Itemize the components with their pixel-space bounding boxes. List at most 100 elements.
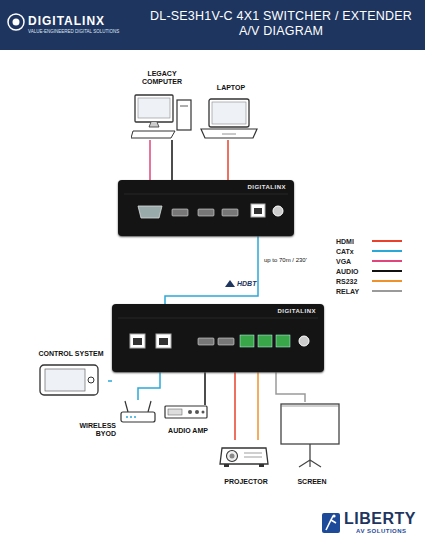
ctrl-icon bbox=[39, 364, 99, 396]
line-shape bbox=[222, 134, 236, 135]
hdbt-mark bbox=[225, 280, 235, 287]
legend-text: CATx bbox=[336, 248, 372, 255]
line-shape bbox=[180, 106, 188, 107]
hdbt-logo-text: HDBT bbox=[237, 280, 256, 287]
equipment-node: PROJECTOR bbox=[212, 440, 280, 486]
device-ports bbox=[112, 304, 324, 372]
rj45-port bbox=[130, 334, 145, 348]
equipment-label: PROJECTOR bbox=[212, 478, 280, 486]
line-shape bbox=[124, 194, 288, 195]
equipment-label: WIRELESS BYOD bbox=[76, 422, 116, 438]
laptop-icon bbox=[200, 98, 258, 140]
line-shape bbox=[244, 453, 262, 454]
path-shape bbox=[149, 122, 159, 127]
line-shape bbox=[309, 444, 310, 460]
hdmi-port bbox=[218, 338, 234, 345]
connector bbox=[227, 140, 229, 180]
device-brand: DIGITALINX bbox=[247, 184, 286, 190]
power-knob bbox=[299, 336, 309, 346]
rect-shape bbox=[168, 409, 182, 415]
device-brand: DIGITALINX bbox=[277, 308, 316, 314]
rj45-socket bbox=[133, 338, 142, 345]
circle-shape bbox=[195, 410, 199, 414]
connector bbox=[108, 380, 112, 382]
line-shape bbox=[148, 401, 151, 412]
path-shape bbox=[299, 460, 321, 467]
circle-shape bbox=[130, 416, 132, 418]
header-band bbox=[0, 0, 425, 50]
device-box: DIGITALINX bbox=[112, 304, 324, 372]
equipment-node: CONTROL SYSTEM bbox=[34, 350, 108, 396]
legend-swatch bbox=[372, 240, 402, 242]
line-shape bbox=[281, 406, 339, 407]
connector bbox=[138, 372, 160, 400]
connector bbox=[257, 372, 259, 440]
amp-icon bbox=[164, 405, 208, 419]
connector bbox=[204, 372, 206, 405]
rj45-socket bbox=[159, 338, 168, 345]
equipment-label: SCREEN bbox=[278, 478, 346, 486]
legend-swatch bbox=[372, 290, 402, 292]
logo-dot bbox=[13, 19, 20, 26]
router-icon bbox=[120, 400, 156, 424]
equipment-label: LEGACY COMPUTER bbox=[136, 70, 188, 86]
liberty-logo-mark bbox=[322, 513, 340, 533]
proj-icon bbox=[218, 440, 270, 470]
legend-swatch bbox=[372, 260, 402, 262]
rect-shape bbox=[281, 404, 339, 444]
legend-row: RS232 bbox=[336, 276, 402, 286]
circle-shape bbox=[202, 411, 205, 414]
rect-shape bbox=[177, 100, 191, 130]
legend-row: VGA bbox=[336, 256, 402, 266]
hdmi-port bbox=[198, 338, 214, 345]
connector bbox=[234, 372, 236, 440]
legend-row: RELAY bbox=[336, 286, 402, 296]
legend-swatch bbox=[372, 280, 402, 282]
terminal-block bbox=[276, 335, 290, 347]
liberty-logo-head bbox=[332, 514, 335, 517]
device-box: DIGITALINX bbox=[118, 180, 294, 236]
legend: HDMI CATxVGA AUDIORS232RELAY bbox=[336, 236, 402, 296]
equipment-label: LAPTOP bbox=[198, 84, 264, 92]
legend-row: HDMI bbox=[336, 236, 402, 246]
liberty-logo-figure bbox=[326, 516, 336, 530]
rj45-port bbox=[156, 334, 171, 348]
circle-shape bbox=[134, 416, 136, 418]
equipment-node: WIRELESS BYOD bbox=[76, 400, 156, 438]
legend-row: AUDIO bbox=[336, 266, 402, 276]
connector bbox=[171, 140, 173, 180]
screen-icon bbox=[279, 402, 341, 468]
line-shape bbox=[125, 401, 128, 412]
equipment-label: AUDIO AMP bbox=[158, 427, 218, 435]
circle-shape bbox=[188, 410, 192, 414]
footer-logo-tagline: AV SOLUTIONS bbox=[356, 528, 407, 534]
legend-text: VGA bbox=[336, 258, 372, 265]
equipment-node: LAPTOP bbox=[198, 84, 264, 140]
rj45-port bbox=[251, 204, 265, 217]
edge-label: up to 70m / 230' bbox=[263, 257, 308, 263]
circle-shape bbox=[230, 454, 235, 459]
circle-shape bbox=[126, 416, 128, 418]
vga-port bbox=[138, 206, 162, 218]
equipment-label: CONTROL SYSTEM bbox=[34, 350, 108, 358]
equipment-node: AUDIO AMP bbox=[158, 405, 218, 435]
path-shape bbox=[201, 129, 257, 138]
legend-swatch bbox=[372, 270, 402, 272]
legend-text: AUDIO bbox=[336, 268, 372, 275]
logo-ring bbox=[8, 14, 24, 30]
connector bbox=[276, 372, 305, 402]
equipment-node: LEGACY COMPUTER bbox=[128, 70, 196, 140]
pc-icon bbox=[131, 94, 193, 140]
logo-tagline: VALUE-ENGINEERED DIGITAL SOLUTIONS bbox=[28, 29, 119, 34]
legend-text: HDMI bbox=[336, 238, 372, 245]
rect-shape bbox=[121, 412, 155, 422]
line-shape bbox=[118, 318, 318, 319]
connector bbox=[149, 140, 151, 180]
legend-row: CATx bbox=[336, 246, 402, 256]
hdmi-port bbox=[222, 209, 238, 216]
rect-shape bbox=[165, 406, 207, 418]
path-shape bbox=[220, 448, 268, 464]
